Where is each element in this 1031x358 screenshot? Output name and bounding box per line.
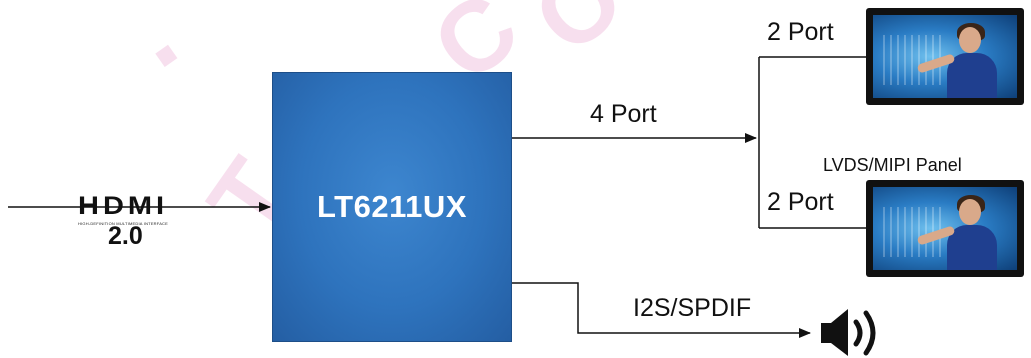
chip-name: LT6211UX xyxy=(317,189,467,224)
speaker-icon xyxy=(821,309,876,356)
hdmi-logo: HDMI HIGH-DEFINITION MULTIMEDIA INTERFAC… xyxy=(78,192,210,236)
main-port-label: 4 Port xyxy=(590,100,657,128)
bottom-port-label: 2 Port xyxy=(767,188,834,216)
lcd-panel-icon xyxy=(866,180,1024,277)
hdmi-logo-tagline: HIGH-DEFINITION MULTIMEDIA INTERFACE xyxy=(78,221,169,226)
panel-label: LVDS/MIPI Panel xyxy=(823,155,962,175)
lcd-panel-icon xyxy=(866,8,1024,105)
audio-path-line xyxy=(511,282,811,338)
top-port-label: 2 Port xyxy=(767,18,834,46)
chip-block: LT6211UX xyxy=(272,72,512,342)
panel-screen-image xyxy=(873,15,1017,98)
hdmi-version: 2.0 xyxy=(108,222,143,250)
hdmi-logo-word: HDMI xyxy=(78,192,169,220)
panel-screen-image xyxy=(873,187,1017,270)
audio-label: I2S/SPDIF xyxy=(633,294,752,322)
